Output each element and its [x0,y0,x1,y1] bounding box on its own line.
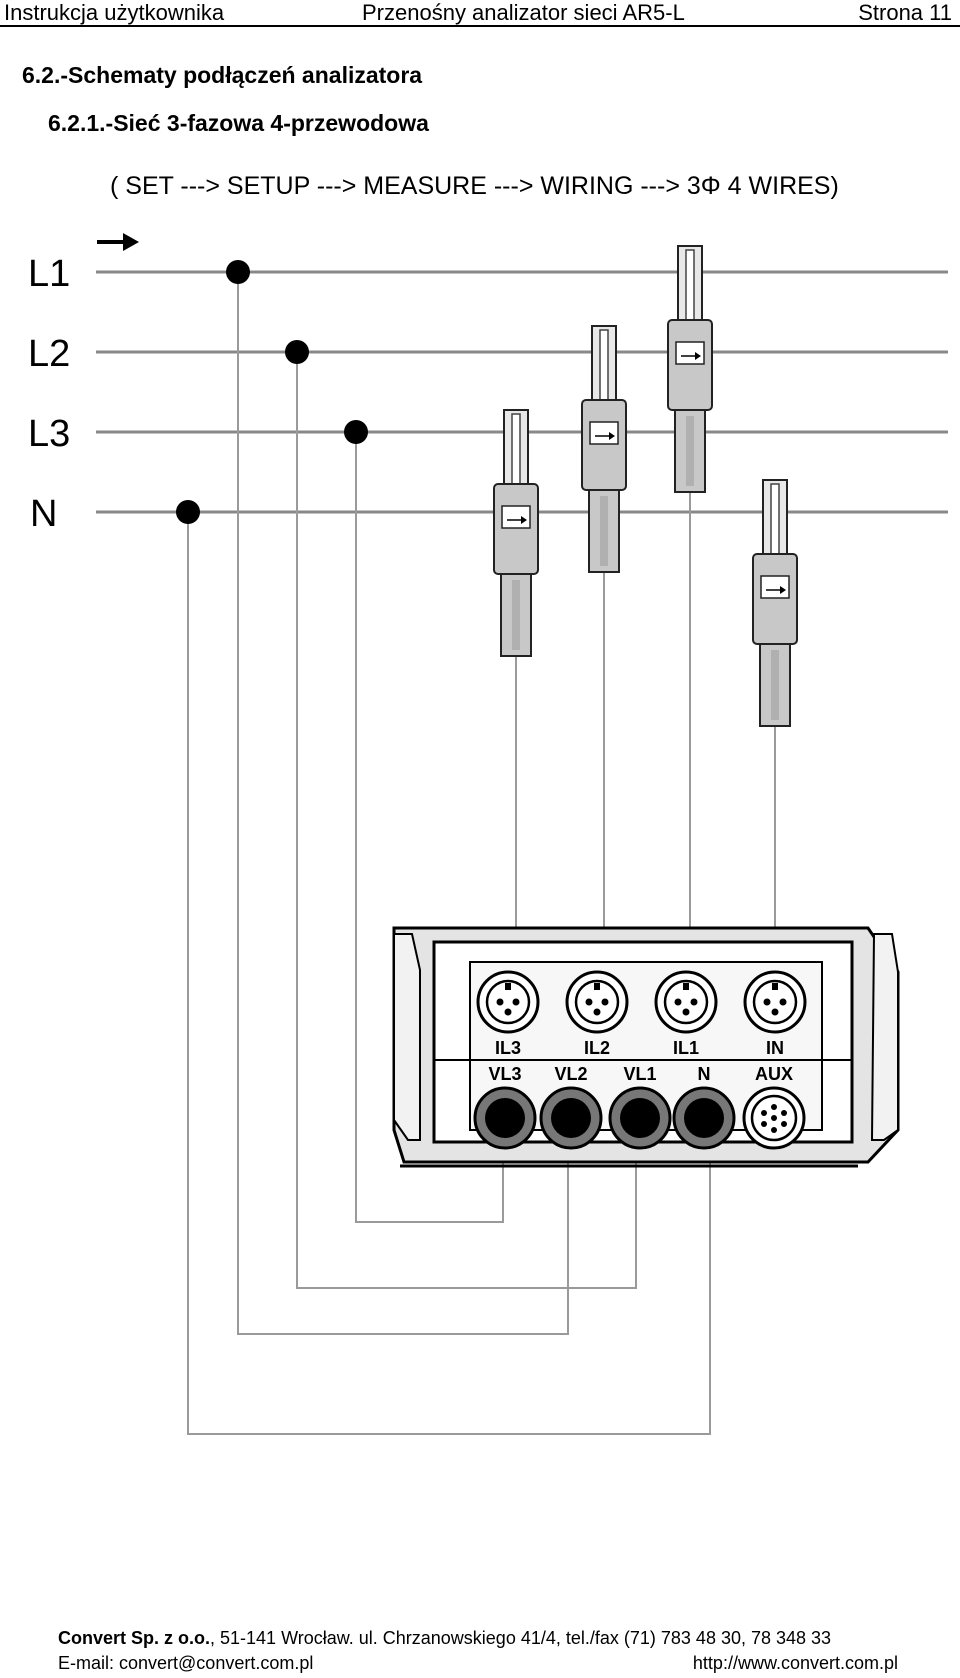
current-input-sockets [476,970,807,1034]
socket-vl2 [539,1086,603,1150]
lead-n [187,512,711,1435]
menu-path: ( SET ---> SETUP ---> MEASURE ---> WIRIN… [110,172,839,200]
label-n-voltage: N [698,1064,711,1084]
socket-vl1 [608,1086,672,1150]
label-il1: IL1 [673,1038,699,1058]
current-direction-arrow-icon [97,233,139,251]
line-label-l1: L1 [28,253,70,295]
footer-company: Convert Sp. z o.o. [58,1628,211,1648]
clamp-cables [515,482,776,982]
label-vl1: VL1 [623,1064,656,1084]
line-label-l2: L2 [28,333,70,375]
footer-address: , 51-141 Wrocław. ul. Chrzanowskiego 41/… [210,1628,832,1648]
footer-company-line: Convert Sp. z o.o., 51-141 Wrocław. ul. … [58,1628,831,1649]
section-heading: 6.2.-Schematy podłączeń analizatora [22,62,423,88]
current-clamp-l3 [493,409,539,657]
dot-n [176,500,200,524]
socket-n-voltage [672,1086,736,1150]
socket-vl3 [473,1086,537,1150]
socket-il2 [565,970,629,1034]
current-clamp-l1 [667,245,713,493]
dot-l1 [226,260,250,284]
label-il2: IL2 [584,1038,610,1058]
socket-il1 [654,970,718,1034]
current-clamp-n [752,479,798,727]
lead-l1 [237,272,569,1335]
footer-email: E-mail: convert@convert.com.pl [58,1653,314,1673]
dot-l3 [344,420,368,444]
subsection-heading: 6.2.1.-Sieć 3-fazowa 4-przewodowa [48,110,429,136]
label-vl3: VL3 [488,1064,521,1084]
header-rule [0,25,960,27]
connection-dots [176,260,368,524]
current-clamp-l2 [581,325,627,573]
lead-l2 [296,352,637,1289]
voltage-leads [187,272,711,1435]
socket-in [743,970,807,1034]
dot-l2 [285,340,309,364]
voltage-input-sockets [473,1086,806,1150]
line-label-l3: L3 [28,413,70,455]
lead-l3 [355,432,504,1223]
header-page-number: Strona 11 [858,0,952,25]
label-aux: AUX [755,1064,793,1084]
header-manual-title: Instrukcja użytkownika [4,0,225,25]
analyzer-device: IL3 IL2 IL1 IN VL3 VL2 VL1 N AUX [392,926,900,1168]
label-vl2: VL2 [554,1064,587,1084]
label-in: IN [766,1038,784,1058]
page-header: Instrukcja użytkownika Przenośny analiza… [0,0,960,27]
socket-aux [742,1086,806,1150]
socket-il3 [476,970,540,1034]
line-label-n: N [30,493,57,535]
header-device-title: Przenośny analizator sieci AR5-L [362,0,685,25]
label-il3: IL3 [495,1038,521,1058]
footer-website: http://www.convert.com.pl [692,1653,898,1673]
